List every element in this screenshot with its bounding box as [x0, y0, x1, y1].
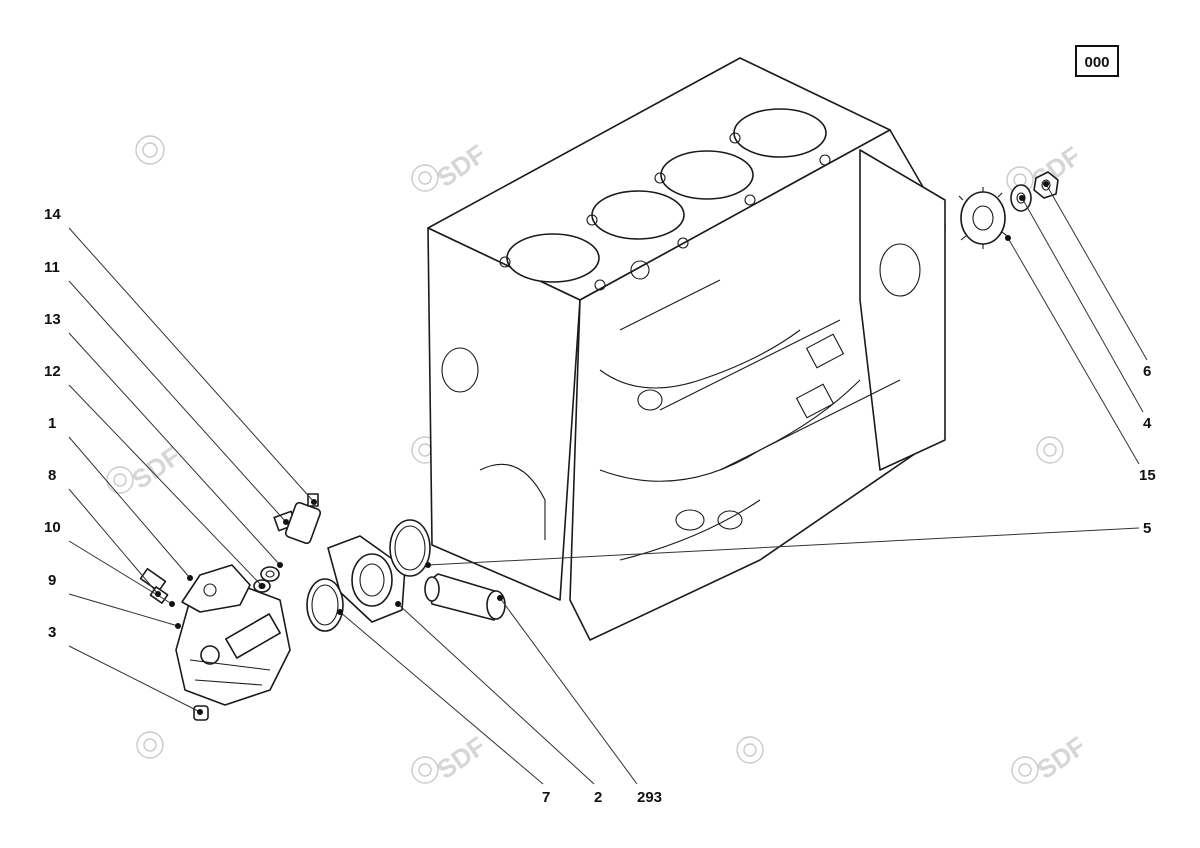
callout-9: 9: [48, 572, 56, 589]
sensor-fitting: [139, 567, 169, 604]
high-pressure-pump: [175, 564, 291, 706]
watermark-text: SDF: [1031, 731, 1091, 785]
callout-8: 8: [48, 467, 56, 484]
callout-1: 1: [48, 415, 56, 432]
callout-5: 5: [1143, 520, 1151, 537]
watermark-logo: [1011, 756, 1039, 784]
watermark-logo: [1036, 436, 1064, 464]
watermark-logo: [411, 756, 439, 784]
o-ring: [389, 519, 431, 577]
watermark-text: SDF: [431, 139, 491, 193]
callout-7: 7: [542, 789, 550, 806]
watermark-text: SDF: [126, 441, 186, 495]
callout-4: 4: [1143, 415, 1152, 432]
watermark-text: SDF: [431, 731, 491, 785]
callout-2: 2: [594, 789, 602, 806]
leader-lines: [68, 183, 1148, 785]
callout-10: 10: [44, 519, 61, 536]
watermark-logo: [136, 731, 164, 759]
o-ring: [306, 578, 344, 632]
watermark-logo: [411, 164, 439, 192]
callout-labels: 14 11 13 12 1 8 10 9 3 6 4 15 5 7 2 293: [44, 206, 1156, 806]
callout-6: 6: [1143, 363, 1151, 380]
reference-code: 000: [1084, 54, 1109, 71]
watermark-logo: [106, 466, 134, 494]
reference-box: 000: [1075, 45, 1119, 77]
callout-14: 14: [44, 206, 61, 223]
callout-13: 13: [44, 311, 61, 328]
watermark-logo: [736, 736, 764, 764]
leader-dots: [155, 181, 1049, 715]
callout-293: 293: [637, 789, 662, 806]
callout-15: 15: [1139, 467, 1156, 484]
callout-3: 3: [48, 624, 56, 641]
drive-gear: [958, 187, 1008, 249]
engine-block: [427, 57, 946, 641]
callout-12: 12: [44, 363, 61, 380]
seal-ring: [253, 566, 280, 593]
callout-11: 11: [44, 259, 60, 276]
cylindrical-plug: [424, 573, 506, 621]
watermark-logo: [135, 135, 165, 165]
